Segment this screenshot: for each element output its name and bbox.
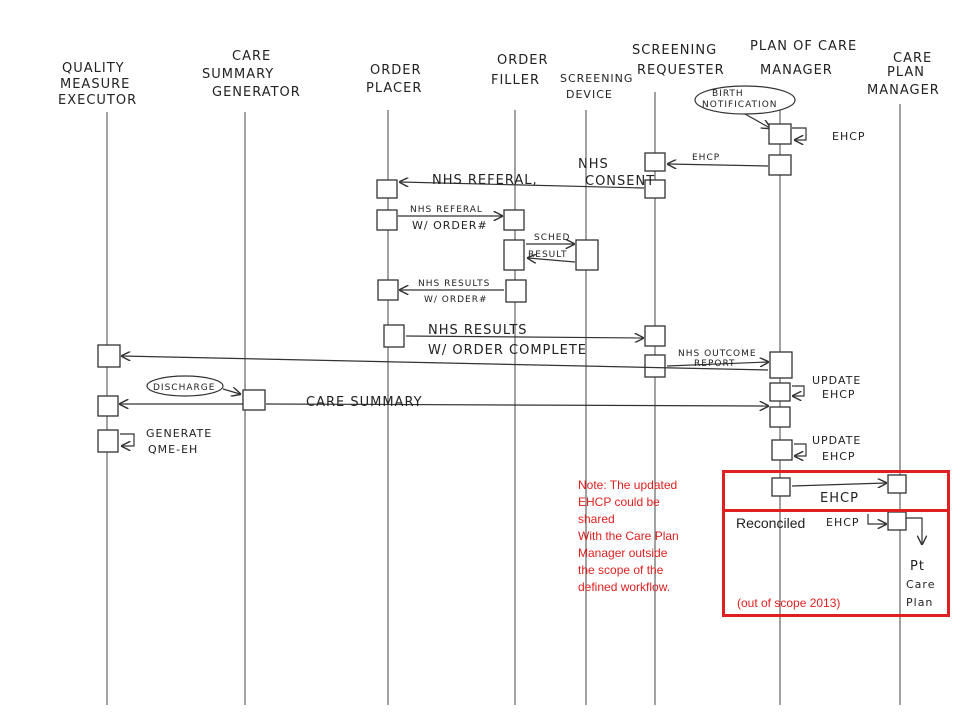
message-care-summary: CARE SUMMARY <box>120 395 768 410</box>
note-line: the scope of the <box>578 563 664 577</box>
svg-text:UPDATE: UPDATE <box>812 434 861 447</box>
svg-text:NHS REFERAL,: NHS REFERAL, <box>432 173 538 188</box>
svg-text:FILLER: FILLER <box>491 73 540 88</box>
message-ehcp-reconciled: EHCP <box>826 514 886 529</box>
svg-text:Plan: Plan <box>906 596 933 609</box>
note-line: defined workflow. <box>578 580 671 594</box>
note-line: EHCP could be <box>578 495 660 509</box>
svg-text:SCREENING: SCREENING <box>560 72 633 85</box>
svg-text:DEVICE: DEVICE <box>566 88 613 101</box>
participant-care-summary-generator: CARE SUMMARY GENERATOR <box>202 49 301 100</box>
message-nhs-outcome-report: NHS OUTCOME REPORT <box>666 349 768 369</box>
svg-text:EHCP: EHCP <box>826 516 860 529</box>
scope-box-divider <box>722 470 950 512</box>
svg-text:MANAGER: MANAGER <box>760 63 833 78</box>
svg-text:MEASURE: MEASURE <box>60 77 130 92</box>
message-ehcp-to-requester: EHCP <box>668 153 769 166</box>
participant-quality-measure-executor: QUALITY MEASURE EXECUTOR <box>58 61 137 108</box>
svg-text:W/ ORDER COMPLETE: W/ ORDER COMPLETE <box>428 343 587 358</box>
svg-text:REPORT: REPORT <box>694 359 736 369</box>
participant-care-plan-manager: CARE PLAN MANAGER <box>867 51 940 98</box>
message-nhs-referral-consent: NHS REFERAL, NHS CONSENT <box>400 157 655 189</box>
message-update-ehcp-2: UPDATE EHCP <box>794 434 861 463</box>
svg-text:DISCHARGE: DISCHARGE <box>153 383 215 393</box>
svg-text:BIRTH: BIRTH <box>712 89 744 99</box>
svg-text:SUMMARY: SUMMARY <box>202 67 274 82</box>
svg-text:PLAN OF CARE: PLAN OF CARE <box>750 39 857 54</box>
message-outcome-to-quality <box>122 356 769 371</box>
svg-text:CARE: CARE <box>232 49 271 64</box>
participant-screening-device: SCREENING DEVICE <box>560 72 633 101</box>
message-ehcp-to-care-plan-manager: EHCP <box>791 483 886 506</box>
svg-text:NOTIFICATION: NOTIFICATION <box>702 100 778 110</box>
svg-text:CARE: CARE <box>893 51 932 66</box>
pt-care-plan-output: Pt Care Plan <box>906 517 935 609</box>
svg-text:MANAGER: MANAGER <box>867 83 940 98</box>
svg-text:ORDER: ORDER <box>497 53 549 68</box>
svg-text:GENERATOR: GENERATOR <box>212 85 301 100</box>
message-nhs-results-complete: NHS RESULTS W/ ORDER COMPLETE <box>405 323 643 358</box>
svg-text:W/ ORDER#: W/ ORDER# <box>412 219 488 232</box>
svg-text:EXECUTOR: EXECUTOR <box>58 93 137 108</box>
note-text: Note: The updated EHCP could be shared W… <box>578 477 708 596</box>
svg-text:RESULT: RESULT <box>528 250 568 260</box>
svg-text:EHCP: EHCP <box>832 130 866 143</box>
reconciled-label: Reconciled <box>736 515 806 531</box>
svg-text:NHS RESULTS: NHS RESULTS <box>418 279 490 289</box>
svg-text:CARE SUMMARY: CARE SUMMARY <box>306 395 423 410</box>
message-ehcp-self: EHCP <box>792 127 866 143</box>
svg-text:NHS: NHS <box>578 157 609 172</box>
svg-text:QUALITY: QUALITY <box>62 61 125 76</box>
svg-text:NHS REFERAL: NHS REFERAL <box>410 205 483 215</box>
svg-text:EHCP: EHCP <box>692 153 720 163</box>
participant-order-filler: ORDER FILLER <box>491 53 549 88</box>
note-line: With the Care Plan <box>578 529 679 543</box>
svg-text:PLACER: PLACER <box>366 81 422 96</box>
participant-screening-requester: SCREENING REQUESTER <box>632 43 725 78</box>
svg-text:Pt: Pt <box>910 559 925 574</box>
svg-text:EHCP: EHCP <box>822 450 856 463</box>
birth-notification-bubble: BIRTH NOTIFICATION <box>694 85 796 128</box>
participant-order-placer: ORDER PLACER <box>366 63 422 96</box>
svg-text:CONSENT: CONSENT <box>585 174 655 189</box>
svg-text:SCREENING: SCREENING <box>632 43 717 58</box>
message-update-ehcp-1: UPDATE EHCP <box>792 374 861 401</box>
svg-text:Care: Care <box>906 578 935 591</box>
svg-text:NHS OUTCOME: NHS OUTCOME <box>678 349 757 359</box>
svg-text:GENERATE: GENERATE <box>146 427 212 440</box>
note-line: shared <box>578 512 615 526</box>
svg-text:NHS RESULTS: NHS RESULTS <box>428 323 528 338</box>
activation-boxes <box>97 123 907 531</box>
svg-text:PLAN: PLAN <box>887 65 925 80</box>
svg-text:SCHED: SCHED <box>534 233 570 243</box>
message-nhs-results: NHS RESULTS W/ ORDER# <box>400 279 504 305</box>
message-nhs-referral-order: NHS REFERAL W/ ORDER# <box>398 205 502 232</box>
svg-text:UPDATE: UPDATE <box>812 374 861 387</box>
svg-text:EHCP: EHCP <box>820 491 859 506</box>
note-line: Manager outside <box>578 546 668 560</box>
svg-text:W/ ORDER#: W/ ORDER# <box>424 295 488 305</box>
message-generate-qme: GENERATE QME-EH <box>120 427 212 456</box>
message-discharge: DISCHARGE <box>146 375 240 396</box>
participant-plan-of-care-manager: PLAN OF CARE MANAGER <box>750 39 857 78</box>
svg-text:ORDER: ORDER <box>370 63 422 78</box>
out-of-scope-label: (out of scope 2013) <box>737 596 841 610</box>
svg-text:EHCP: EHCP <box>822 388 856 401</box>
svg-text:REQUESTER: REQUESTER <box>637 63 725 78</box>
note-line: Note: The updated <box>578 478 678 492</box>
svg-text:QME-EH: QME-EH <box>148 443 198 456</box>
message-sched-result: SCHED RESULT <box>526 233 575 262</box>
